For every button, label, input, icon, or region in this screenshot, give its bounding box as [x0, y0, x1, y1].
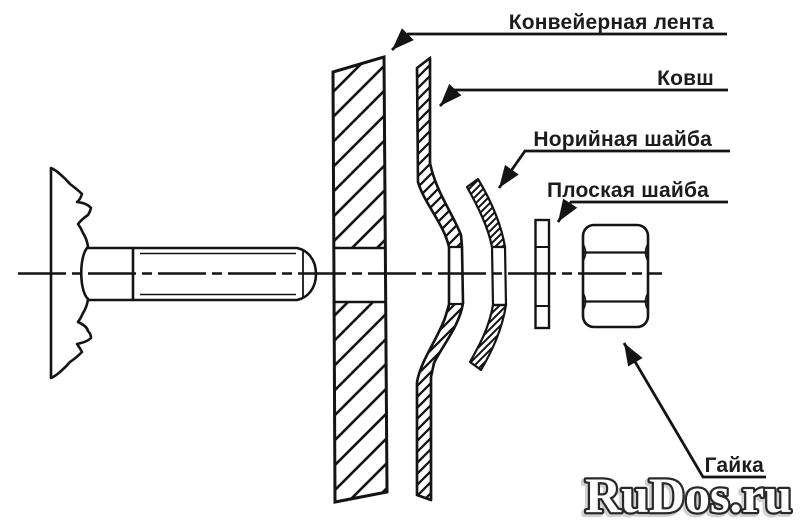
callout-label-flat-washer: Плоская шайба [547, 179, 709, 202]
bolt-head [49, 166, 93, 380]
washer-bore-band [490, 245, 508, 307]
bucket-lower-hatch [415, 302, 465, 502]
callout-bucket: Ковш [438, 67, 728, 107]
callout-label-elevator-washer: Норийная шайба [533, 128, 712, 151]
belt-lower-hatch [332, 300, 389, 504]
callout-label-conveyor-belt: Конвейерная лента [509, 11, 714, 34]
bucket-section [415, 55, 465, 502]
callout-conveyor-belt: Конвейерная лента [391, 11, 727, 51]
callout-flat-washer: Плоская шайба [547, 179, 728, 223]
leader-line [556, 198, 728, 223]
nut-section [581, 223, 650, 329]
callout-elevator-washer: Норийная шайба [497, 128, 730, 189]
watermark-rudos: RuDos.ru RuDos.ru [580, 465, 794, 522]
leader-line [497, 149, 730, 189]
thread-root-lines [140, 252, 296, 296]
nut-chamfer-arcs [582, 243, 649, 311]
leader-line [622, 342, 766, 479]
belt-upper-hatch [331, 55, 387, 250]
conveyor-belt-section [331, 54, 389, 504]
elevator-washer-section [465, 177, 508, 372]
callout-label-bucket: Ковш [657, 67, 714, 90]
callout-nut: Гайка [622, 342, 766, 479]
bucket-upper-hatch [415, 55, 464, 249]
watermark-text: RuDos.ru [585, 467, 792, 522]
washer-lower-hatch [468, 303, 508, 372]
washer-upper-hatch [465, 177, 507, 249]
watermark-shadow: RuDos.ru [583, 469, 790, 522]
leader-line [391, 28, 727, 51]
leader-line [438, 83, 728, 107]
callout-label-nut: Гайка [705, 454, 765, 477]
